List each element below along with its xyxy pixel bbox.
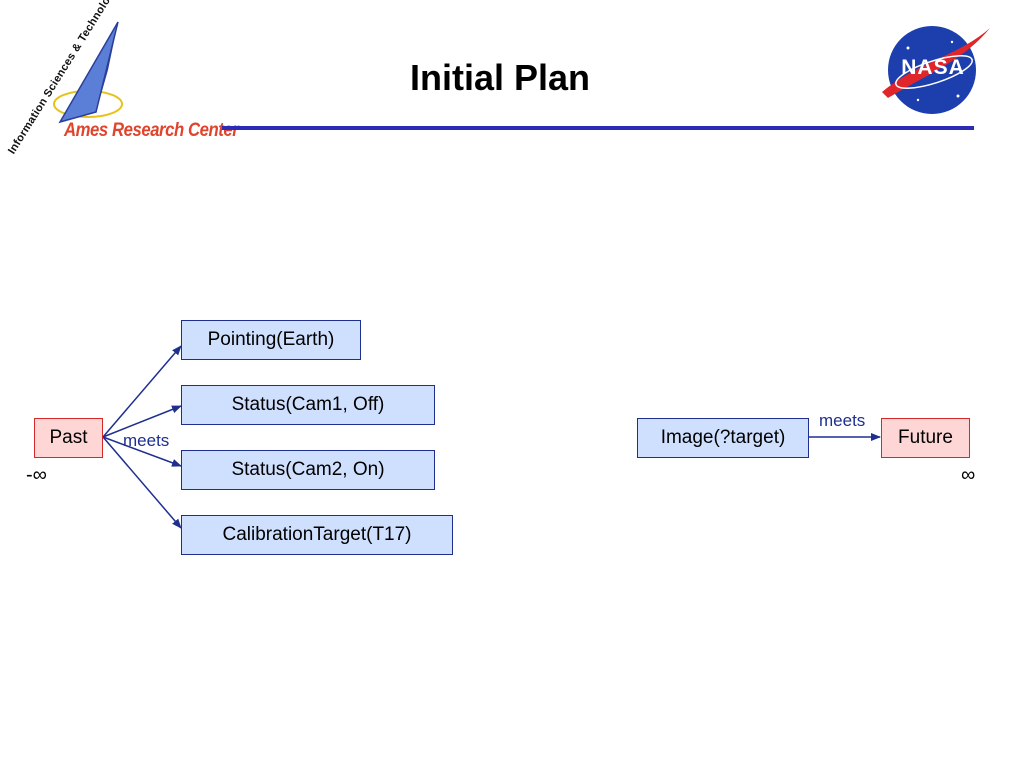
nasa-logo	[882, 26, 990, 114]
timeline-start-label: -∞	[26, 464, 47, 486]
token-pointing: Pointing(Earth)	[181, 320, 361, 360]
arrow-past-to-status-cam1	[102, 405, 182, 438]
meets-label-right: meets	[819, 411, 866, 430]
nasa-logo-text: NASA	[901, 56, 965, 79]
arrow-past-to-calibration	[102, 436, 182, 529]
token-status-cam1: Status(Cam1, Off)	[181, 385, 435, 425]
nasa-logo-swoosh	[882, 28, 990, 98]
timeline-end-label: ∞	[961, 464, 976, 486]
past-node: Past	[34, 418, 103, 458]
arrow-past-to-status-cam2	[102, 436, 182, 467]
arrow-past-to-pointing	[102, 345, 182, 438]
ames-logo	[53, 21, 123, 124]
token-calibration-target: CalibrationTarget(T17)	[181, 515, 453, 555]
ames-logo-text: Ames Research Center	[64, 120, 239, 141]
token-image-goal: Image(?target)	[637, 418, 809, 458]
header-rule	[222, 126, 974, 130]
meets-label-left: meets	[123, 431, 170, 450]
future-node: Future	[881, 418, 970, 458]
page-title: Initial Plan	[409, 57, 591, 98]
token-status-cam2: Status(Cam2, On)	[181, 450, 435, 490]
